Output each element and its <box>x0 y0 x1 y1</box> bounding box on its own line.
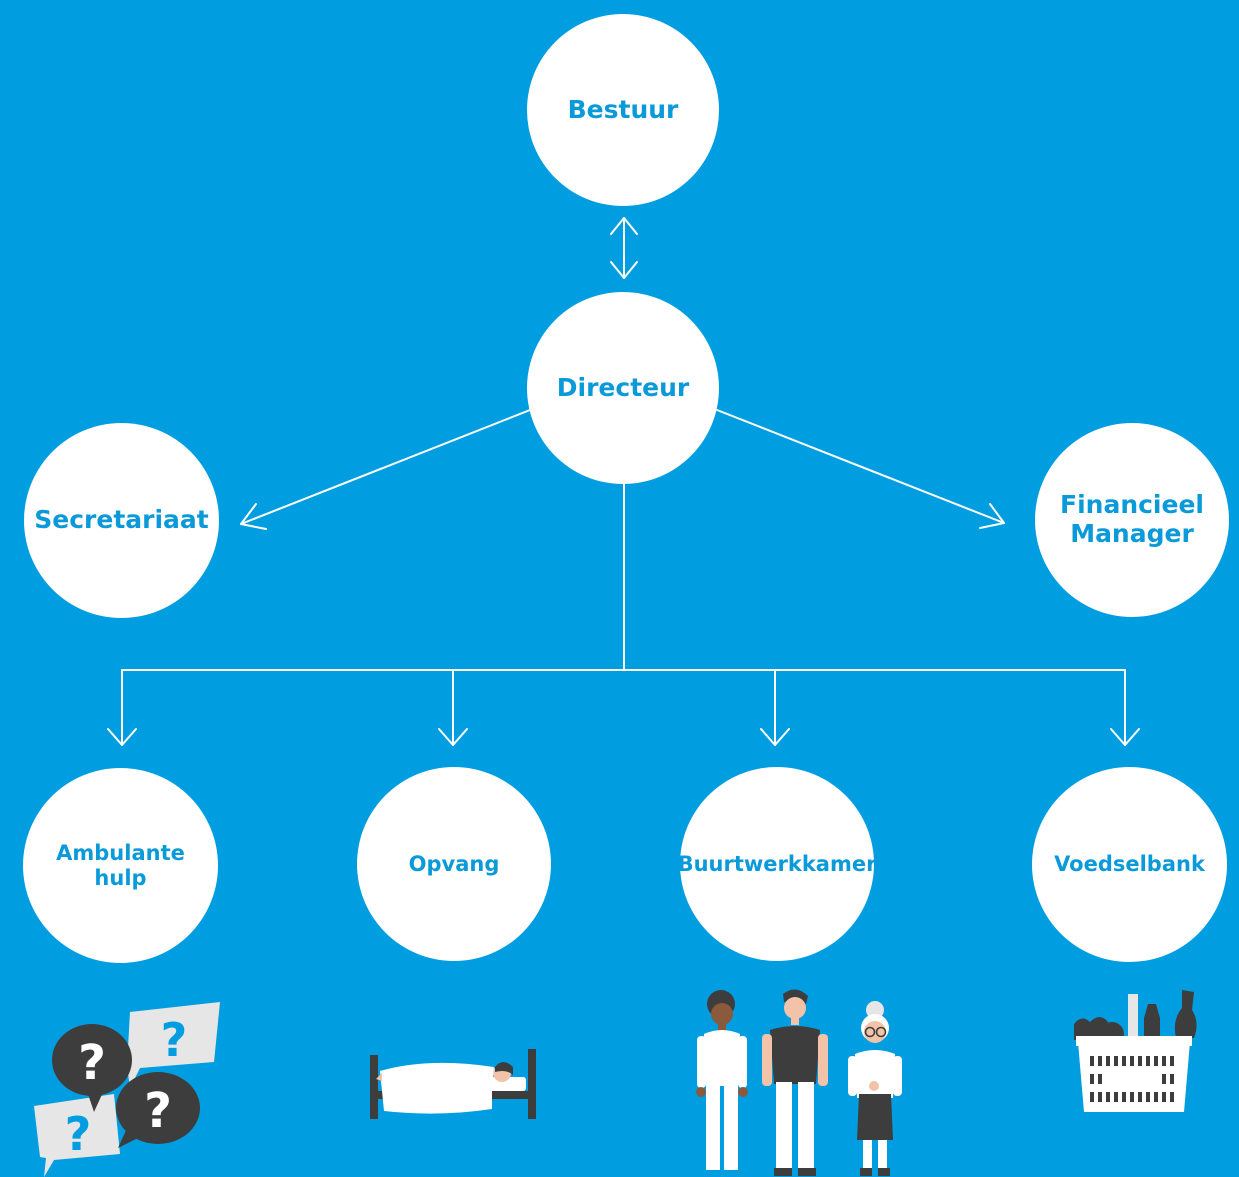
node-buurtwerkkamer: Buurtwerkkamer <box>677 767 877 961</box>
food-basket-icon <box>1074 990 1197 1112</box>
link-directeur-secretariaat <box>240 409 531 525</box>
arrowhead-up <box>610 217 638 235</box>
arrowhead-voedselbank <box>1110 728 1140 746</box>
svg-text:?: ? <box>78 1035 106 1091</box>
node-voedselbank-label: Voedselbank <box>1054 852 1205 877</box>
arrowhead-down <box>610 261 638 279</box>
node-directeur: Directeur <box>527 292 719 484</box>
link-directeur-financieel <box>716 409 1005 524</box>
arrowhead-financieel <box>979 503 1005 529</box>
node-opvang-label: Opvang <box>408 851 500 876</box>
node-opvang: Opvang <box>357 767 551 961</box>
arrowhead-opvang <box>438 728 468 746</box>
node-secretariaat: Secretariaat <box>24 423 219 618</box>
node-financieel-manager: Financieel Manager <box>1035 423 1229 617</box>
node-voedselbank: Voedselbank <box>1032 767 1227 962</box>
bed-icon <box>370 1049 536 1119</box>
svg-text:?: ? <box>65 1107 92 1161</box>
node-ambulante-label: Ambulante hulp <box>56 841 185 890</box>
node-secretariaat-label: Secretariaat <box>34 505 209 535</box>
node-buurtwerkkamer-label: Buurtwerkkamer <box>677 851 877 876</box>
node-ambulante-hulp: Ambulante hulp <box>23 768 218 963</box>
question-bubbles-icon: ? ? ? ? <box>34 1002 220 1177</box>
node-directeur-label: Directeur <box>556 372 690 402</box>
svg-text:?: ? <box>161 1013 188 1067</box>
arrowhead-ambulante <box>107 728 137 746</box>
node-bestuur-label: Bestuur <box>567 94 679 124</box>
arrowhead-secretariaat <box>240 503 267 530</box>
node-financieel-label: Financieel Manager <box>1060 490 1204 548</box>
node-bestuur: Bestuur <box>527 14 719 206</box>
people-group-icon <box>696 989 902 1176</box>
arrowhead-buurtwerkkamer <box>760 728 790 746</box>
svg-text:?: ? <box>144 1083 172 1139</box>
